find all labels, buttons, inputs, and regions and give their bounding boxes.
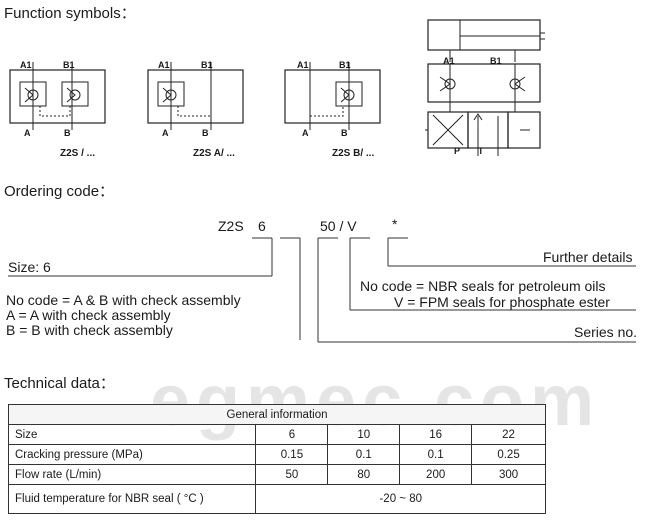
cell: 0.25 <box>471 444 546 465</box>
cell: 0.1 <box>399 444 473 465</box>
symbol1-a-label: A <box>24 128 31 138</box>
row-label: Fluid temperature for NBR seal ( °C ) <box>7 484 257 514</box>
symbol3-b-label: B <box>341 128 348 138</box>
symbol1-caption: Z2S / ... <box>60 148 96 159</box>
table-row: Size 6 10 16 22 <box>7 424 546 445</box>
symbol3-a-label: A <box>302 128 309 138</box>
code-star: * <box>392 216 398 232</box>
symbol1-b1-label: B1 <box>63 60 75 70</box>
code-prefix: Z2S <box>218 218 244 234</box>
check-a-label: A = A with check assembly <box>6 307 171 323</box>
row-label: Cracking pressure (MPa) <box>7 444 257 465</box>
table-header: General information <box>8 404 546 425</box>
stack-b1-label: B1 <box>490 56 502 66</box>
cell: 300 <box>471 464 546 485</box>
code-size: 6 <box>258 218 266 234</box>
table-row: Fluid temperature for NBR seal ( °C ) -2… <box>7 484 546 514</box>
further-details-label: Further details <box>543 249 633 265</box>
row-label: Size <box>7 424 257 445</box>
cell: 10 <box>327 424 401 445</box>
cell: 6 <box>255 424 329 445</box>
seal-fpm-label: V = FPM seals for phosphate ester <box>394 294 610 310</box>
stack-p-label: P <box>454 146 461 156</box>
symbol2-a1-label: A1 <box>158 60 170 70</box>
symbol3-caption: Z2S B/ ... <box>332 148 375 159</box>
symbol2-a-label: A <box>162 128 169 138</box>
row-label: Flow rate (L/min) <box>7 464 257 485</box>
symbol1-a1-label: A1 <box>20 60 32 70</box>
table-row: Cracking pressure (MPa) 0.15 0.1 0.1 0.2… <box>7 444 546 465</box>
cell: 22 <box>471 424 546 445</box>
symbol3-a1-label: A1 <box>297 60 309 70</box>
seal-nbr-label: No code = NBR seals for petroleum oils <box>360 278 606 294</box>
symbol1-b-label: B <box>64 128 71 138</box>
cell: 80 <box>327 464 401 485</box>
cell: 0.15 <box>255 444 329 465</box>
cell: -20 ~ 80 <box>255 484 546 514</box>
check-ab-label: No code = A & B with check assembly <box>6 292 241 308</box>
code-series: 50 / V <box>320 218 357 234</box>
symbol2-caption: Z2S A/ ... <box>193 148 235 159</box>
cell: 0.1 <box>327 444 401 465</box>
stack-t-label: T <box>478 146 484 156</box>
series-no-label: Series no. <box>574 324 638 340</box>
cell: 16 <box>399 424 473 445</box>
cell: 200 <box>399 464 473 485</box>
symbol3-b1-label: B1 <box>339 60 351 70</box>
general-information-table: General information Size 6 10 16 22 Crac… <box>7 404 546 514</box>
stack-a1-label: A1 <box>443 56 455 66</box>
table-row: Flow rate (L/min) 50 80 200 300 <box>7 464 546 485</box>
function-symbols-heading: Function symbols： <box>4 5 136 22</box>
symbol2-b-label: B <box>202 128 209 138</box>
symbol2-b1-label: B1 <box>201 60 213 70</box>
ordering-code-heading: Ordering code： <box>4 183 115 200</box>
technical-data-heading: Technical data： <box>4 375 115 392</box>
check-b-label: B = B with check assembly <box>6 322 173 338</box>
cell: 50 <box>255 464 329 485</box>
table-header-row: General information <box>8 404 546 425</box>
size-label: Size: 6 <box>8 259 51 275</box>
